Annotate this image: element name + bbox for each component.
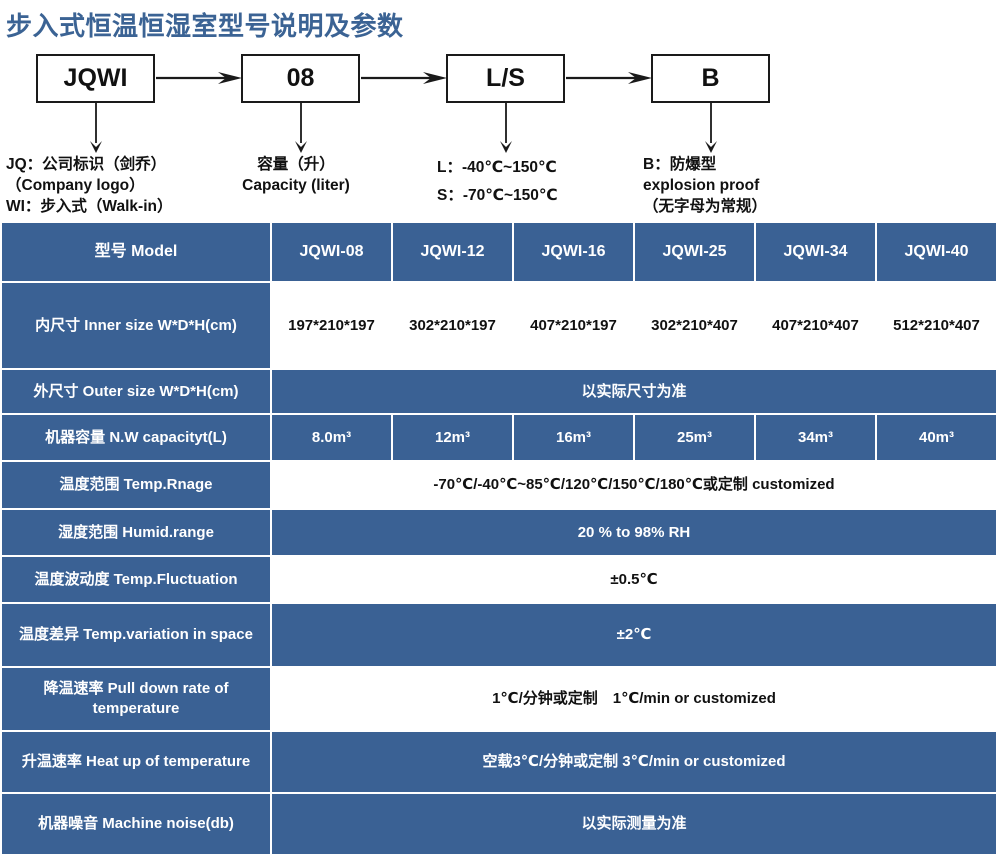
caption-line: （Company logo） — [6, 177, 145, 194]
table-row: 温度波动度 Temp.Fluctuation ±0.5℃ — [2, 557, 996, 602]
table-row: 温度差异 Temp.variation in space ±2℃ — [2, 604, 996, 666]
row-label-humid-range: 湿度范围 Humid.range — [2, 510, 270, 555]
flow-box-label: JQWI — [63, 64, 128, 92]
cell-value: 以实际测量为准 — [272, 794, 996, 854]
row-label-heat-up-rate: 升温速率 Heat up of temperature — [2, 732, 270, 792]
caption-line: （无字母为常规） — [643, 198, 768, 215]
row-label-temp-variation: 温度差异 Temp.variation in space — [2, 604, 270, 666]
row-label-machine-noise: 机器噪音 Machine noise(db) — [2, 794, 270, 854]
right-arrow-icon — [566, 72, 652, 84]
down-arrow-icon — [295, 103, 307, 153]
table-row: 湿度范围 Humid.range 20 % to 98% RH — [2, 510, 996, 555]
right-arrow-icon — [361, 72, 447, 84]
table-row: 降温速率 Pull down rate of temperature 1℃/分钟… — [2, 668, 996, 730]
cell-value: 34m³ — [756, 415, 875, 460]
cell-value: ±2℃ — [272, 604, 996, 666]
flow-box-explosion-proof: B — [651, 54, 770, 103]
cell-value: ±0.5℃ — [272, 557, 996, 602]
cell-value: 以实际尺寸为准 — [272, 370, 996, 413]
caption-capacity: 容量（升） Capacity (liter) — [216, 154, 376, 196]
caption-jqwi: JQ：公司标识（剑乔） （Company logo） WI：步入式（Walk-i… — [6, 154, 172, 217]
spec-table: 型号 Model JQWI-08 JQWI-12 JQWI-16 JQWI-25… — [0, 221, 996, 856]
column-header-jqwi-08: JQWI-08 — [272, 223, 391, 281]
model-code-diagram: JQWI 08 L/S B JQ：公司标识（剑乔） （Compa — [0, 44, 996, 219]
flow-box-jqwi: JQWI — [36, 54, 155, 103]
cell-value: 1℃/分钟或定制 1℃/min or customized — [272, 668, 996, 730]
table-row: 温度范围 Temp.Rnage -70℃/-40℃~85℃/120℃/150℃/… — [2, 462, 996, 508]
flow-box-capacity: 08 — [241, 54, 360, 103]
column-header-model: 型号 Model — [2, 223, 270, 281]
cell-value: 197*210*197 — [272, 283, 391, 368]
flow-box-label: L/S — [486, 64, 525, 92]
column-header-jqwi-16: JQWI-16 — [514, 223, 633, 281]
cell-value: 8.0m³ — [272, 415, 391, 460]
table-row: 外尺寸 Outer size W*D*H(cm) 以实际尺寸为准 — [2, 370, 996, 413]
caption-line: explosion proof — [643, 177, 760, 194]
caption-line: Capacity (liter) — [242, 177, 350, 194]
cell-value: 407*210*407 — [756, 283, 875, 368]
row-label-temp-range: 温度范围 Temp.Rnage — [2, 462, 270, 508]
caption-line: JQ：公司标识（剑乔） — [6, 156, 167, 173]
row-label-temp-fluctuation: 温度波动度 Temp.Fluctuation — [2, 557, 270, 602]
down-arrow-icon — [90, 103, 102, 153]
caption-explosion-proof: B：防爆型 explosion proof （无字母为常规） — [643, 154, 767, 217]
caption-temp-type: L：-40℃~150℃ S：-70℃~150℃ — [437, 154, 558, 210]
cell-value: 512*210*407 — [877, 283, 996, 368]
cell-value: -70℃/-40℃~85℃/120℃/150℃/180℃或定制 customiz… — [272, 462, 996, 508]
cell-value: 16m³ — [514, 415, 633, 460]
row-label-inner-size: 内尺寸 Inner size W*D*H(cm) — [2, 283, 270, 368]
row-label-pull-down-rate: 降温速率 Pull down rate of temperature — [2, 668, 270, 730]
column-header-jqwi-34: JQWI-34 — [756, 223, 875, 281]
column-header-jqwi-40: JQWI-40 — [877, 223, 996, 281]
right-arrow-icon — [156, 72, 242, 84]
cell-value: 407*210*197 — [514, 283, 633, 368]
flow-box-label: 08 — [286, 64, 315, 92]
cell-value: 空载3℃/分钟或定制 3℃/min or customized — [272, 732, 996, 792]
row-label-nw-capacity: 机器容量 N.W capacityt(L) — [2, 415, 270, 460]
row-label-outer-size: 外尺寸 Outer size W*D*H(cm) — [2, 370, 270, 413]
table-header-row: 型号 Model JQWI-08 JQWI-12 JQWI-16 JQWI-25… — [2, 223, 996, 281]
cell-value: 25m³ — [635, 415, 754, 460]
cell-value: 40m³ — [877, 415, 996, 460]
column-header-jqwi-12: JQWI-12 — [393, 223, 512, 281]
table-row: 升温速率 Heat up of temperature 空载3℃/分钟或定制 3… — [2, 732, 996, 792]
cell-value: 302*210*407 — [635, 283, 754, 368]
table-row: 机器噪音 Machine noise(db) 以实际测量为准 — [2, 794, 996, 854]
cell-value: 302*210*197 — [393, 283, 512, 368]
down-arrow-icon — [500, 103, 512, 153]
table-row: 机器容量 N.W capacityt(L) 8.0m³ 12m³ 16m³ 25… — [2, 415, 996, 460]
table-row: 内尺寸 Inner size W*D*H(cm) 197*210*197 302… — [2, 283, 996, 368]
flow-box-label: B — [701, 64, 720, 92]
caption-line: WI：步入式（Walk-in） — [6, 198, 173, 215]
cell-value: 20 % to 98% RH — [272, 510, 996, 555]
caption-line: 容量（升） — [257, 156, 335, 173]
caption-line: B：防爆型 — [643, 156, 717, 173]
down-arrow-icon — [705, 103, 717, 153]
column-header-jqwi-25: JQWI-25 — [635, 223, 754, 281]
caption-line: L：-40℃~150℃ — [437, 159, 557, 176]
flow-box-temp-type: L/S — [446, 54, 565, 103]
cell-value: 12m³ — [393, 415, 512, 460]
page-title: 步入式恒温恒湿室型号说明及参数 — [6, 11, 404, 41]
caption-line: S：-70℃~150℃ — [437, 187, 558, 204]
